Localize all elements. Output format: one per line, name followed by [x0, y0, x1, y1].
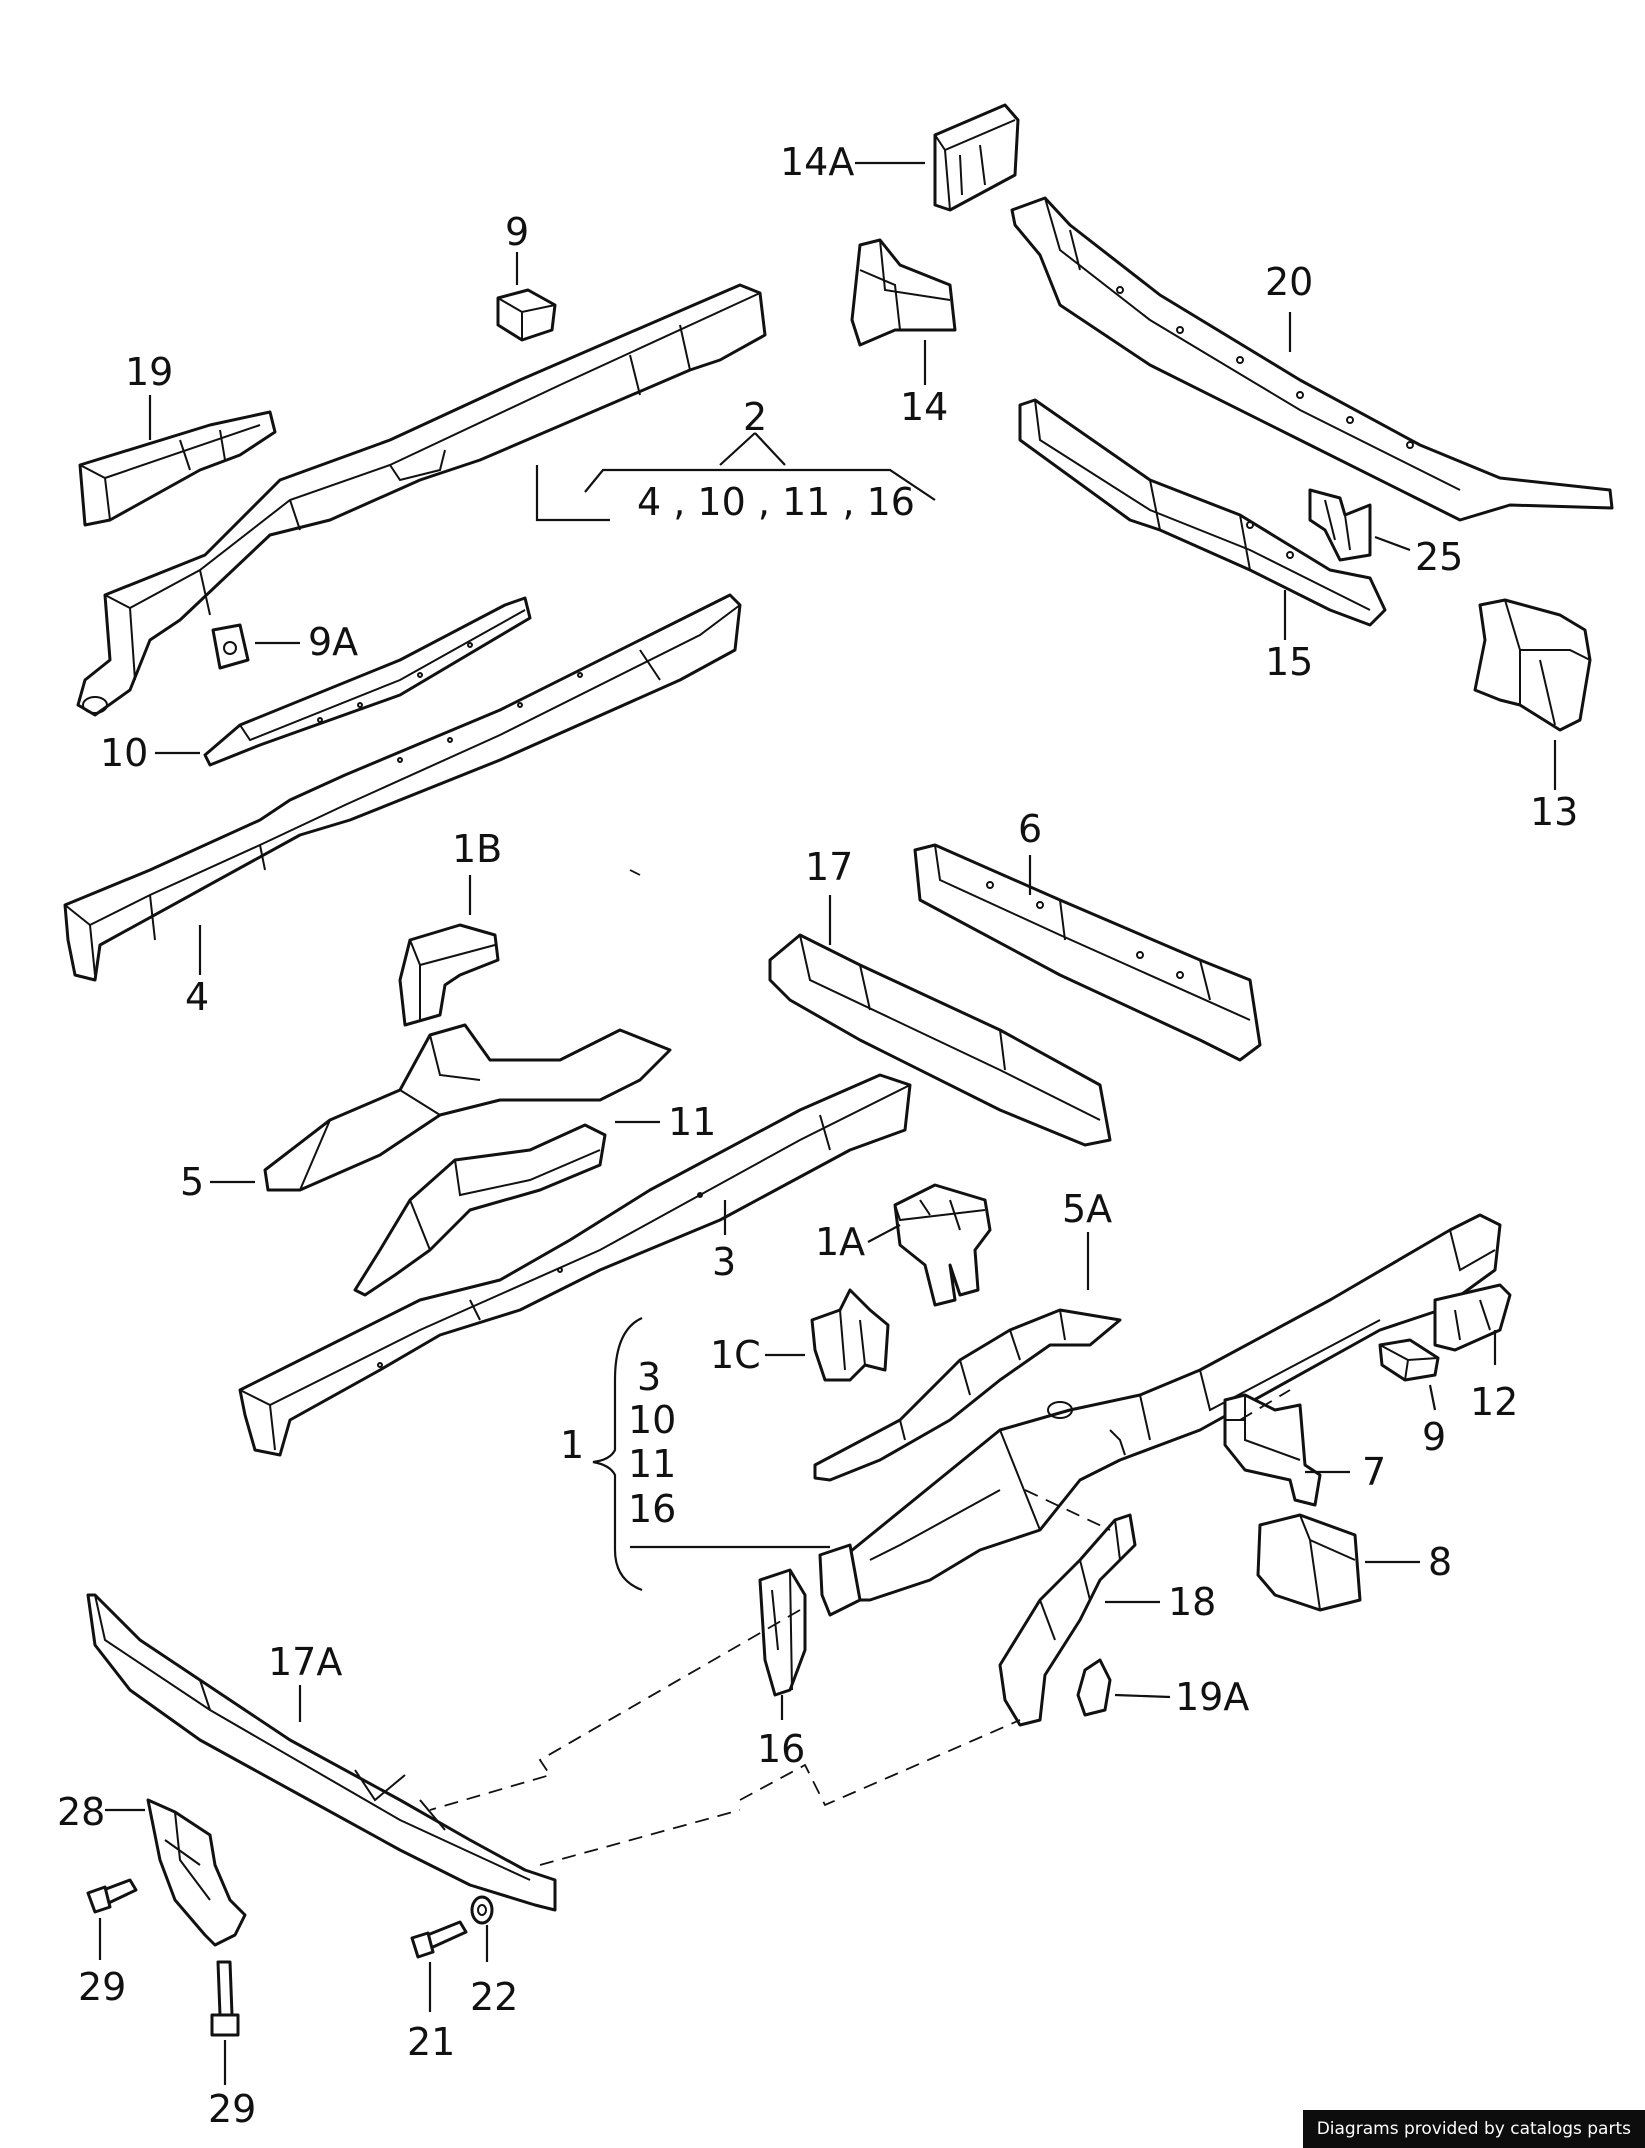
- callout-16: 16: [757, 1727, 805, 1771]
- callout-11: 11: [668, 1100, 716, 1144]
- part-14[interactable]: [850, 238, 957, 347]
- callout-2-sub: 4 , 10 , 11 , 16: [637, 480, 915, 524]
- callout-22: 22: [470, 1975, 518, 2019]
- callout-1-3: 3: [637, 1355, 661, 1399]
- part-15[interactable]: [1018, 398, 1387, 627]
- footer-credit: Diagrams provided by catalogs parts: [1302, 2110, 1645, 2148]
- callout-1b: 1B: [452, 827, 502, 871]
- callout-14a: 14A: [780, 140, 854, 184]
- callout-13: 13: [1530, 790, 1578, 834]
- part-4[interactable]: [63, 593, 742, 982]
- callout-7: 7: [1362, 1450, 1386, 1494]
- part-16[interactable]: [758, 1543, 862, 1697]
- part-19[interactable]: [78, 410, 277, 527]
- callout-19a: 19A: [1175, 1675, 1249, 1719]
- part-1a[interactable]: [893, 1183, 992, 1307]
- part-12[interactable]: [1433, 1283, 1512, 1352]
- bolt-29-a[interactable]: [86, 1878, 138, 1914]
- callout-2-bracket: [535, 432, 936, 522]
- callout-1-16: 16: [628, 1487, 676, 1531]
- callout-1-brace: [592, 1316, 830, 1592]
- part-5a[interactable]: [813, 1308, 1122, 1482]
- callout-19: 19: [125, 350, 173, 394]
- part-9-right[interactable]: [1378, 1338, 1440, 1382]
- part-17[interactable]: [768, 933, 1112, 1147]
- part-14a[interactable]: [933, 103, 1020, 212]
- callout-21: 21: [407, 2020, 455, 2064]
- callout-17a: 17A: [268, 1640, 342, 1684]
- part-6[interactable]: [913, 843, 1262, 1062]
- callout-1c: 1C: [710, 1333, 761, 1377]
- callout-9: 9: [1422, 1415, 1446, 1459]
- part-2-rail-assembly[interactable]: [76, 283, 767, 717]
- part-1b[interactable]: [398, 923, 500, 1027]
- callout-14: 14: [900, 385, 948, 429]
- callout-28: 28: [57, 1790, 105, 1834]
- callout-1-10: 10: [628, 1398, 676, 1442]
- callout-29-a: 29: [78, 1965, 126, 2009]
- callout-6: 6: [1018, 807, 1042, 851]
- part-1c[interactable]: [810, 1288, 890, 1382]
- callout-5: 5: [180, 1160, 204, 1204]
- washer-22[interactable]: [470, 1895, 494, 1925]
- callout-18: 18: [1168, 1580, 1216, 1624]
- callout-8: 8: [1428, 1540, 1452, 1584]
- part-9a[interactable]: [211, 623, 250, 670]
- callout-15: 15: [1265, 640, 1313, 684]
- callout-12: 12: [1470, 1380, 1518, 1424]
- part-7[interactable]: [1223, 1393, 1322, 1507]
- callout-1-11: 11: [628, 1442, 676, 1486]
- part-18[interactable]: [998, 1513, 1137, 1727]
- part-3[interactable]: [238, 1073, 912, 1457]
- part-5[interactable]: [263, 1023, 672, 1192]
- leader-25: [1374, 535, 1411, 552]
- callout-4: 4: [185, 975, 209, 1019]
- leader-1a: [867, 1224, 901, 1243]
- bolt-21[interactable]: [410, 1920, 468, 1959]
- callout-17: 17: [805, 845, 853, 889]
- part-11[interactable]: [353, 1123, 607, 1297]
- leader-19a: [1114, 1693, 1171, 1699]
- part-8[interactable]: [1256, 1513, 1362, 1612]
- part-25[interactable]: [1308, 488, 1372, 562]
- callout-25: 25: [1415, 535, 1463, 579]
- assembly-dash-lines: [429, 869, 1291, 1866]
- part-28[interactable]: [146, 1798, 247, 1947]
- bolt-29-b[interactable]: [210, 1960, 240, 2037]
- callout-20: 20: [1265, 260, 1313, 304]
- callout-2: 2: [743, 395, 767, 439]
- part-19a[interactable]: [1076, 1658, 1112, 1717]
- callout-1a: 1A: [815, 1220, 865, 1264]
- part-17a[interactable]: [86, 1593, 557, 1912]
- part-9-top[interactable]: [496, 288, 557, 342]
- part-20[interactable]: [1010, 196, 1614, 522]
- leader-9: [1428, 1384, 1437, 1411]
- callout-9a: 9A: [308, 620, 358, 664]
- callout-1: 1: [560, 1423, 584, 1467]
- callout-10: 10: [100, 731, 148, 775]
- callout-9-top: 9: [505, 210, 529, 254]
- callout-3: 3: [712, 1240, 736, 1284]
- callout-29-b: 29: [208, 2087, 256, 2131]
- callout-5a: 5A: [1062, 1187, 1112, 1231]
- part-10[interactable]: [203, 596, 532, 767]
- part-13[interactable]: [1473, 598, 1592, 732]
